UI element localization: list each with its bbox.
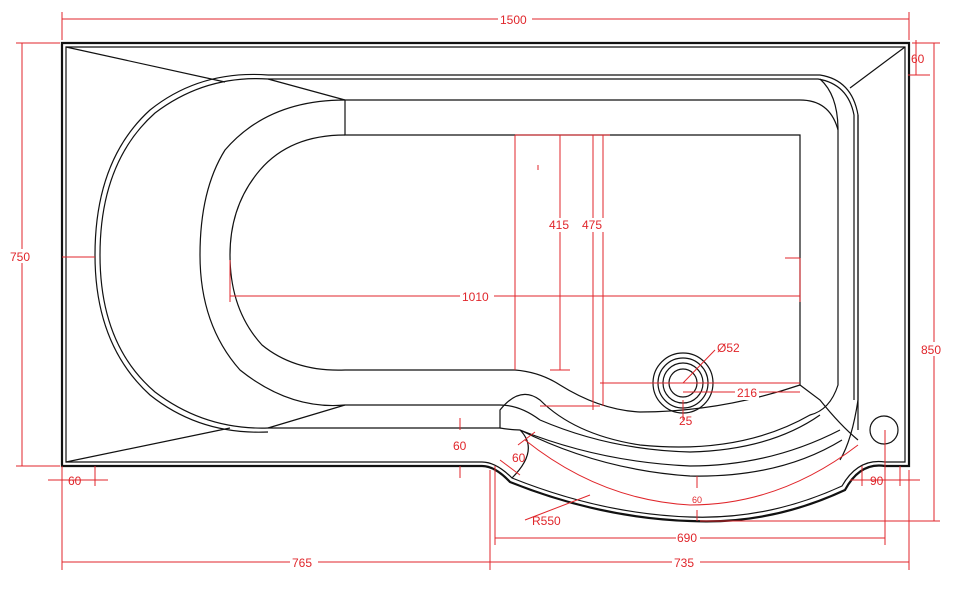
dim-765: 765 — [292, 556, 312, 570]
dimension-lines — [16, 12, 940, 570]
basin-bottom-line — [345, 369, 801, 413]
dim-60-curve: 60 — [512, 451, 526, 465]
basin-connector-top — [267, 78, 346, 101]
top-inner-rim-2 — [268, 78, 855, 400]
basin-bottom-line-2 — [345, 404, 541, 421]
curve-step — [499, 427, 521, 431]
bath-outline — [60, 41, 911, 523]
dim-216: 216 — [737, 386, 757, 400]
dim-415: 415 — [549, 218, 569, 232]
outer-rim — [60, 41, 911, 523]
dim-60-step: 60 — [453, 439, 467, 453]
basin-connector-br — [799, 384, 859, 441]
curve-panel-1 — [511, 429, 843, 479]
left-arc-outer — [94, 73, 269, 433]
dim-waste-diameter: Ø52 — [717, 341, 740, 355]
corner-line-tl — [65, 46, 226, 83]
dim-60-left: 60 — [68, 474, 82, 488]
overflow-circle — [869, 415, 899, 445]
dimension-labels: 1500 750 850 60 60 1010 415 475 Ø52 216 … — [8, 12, 948, 570]
top-inner-rim — [268, 74, 859, 461]
dim-690: 690 — [677, 531, 697, 545]
basin-left-arc — [199, 99, 346, 407]
dim-r550: R550 — [532, 514, 561, 528]
left-arc-outer-2 — [99, 78, 269, 429]
basin-left-arc-inner — [229, 134, 346, 371]
dim-750: 750 — [10, 250, 30, 264]
dim-475: 475 — [582, 218, 602, 232]
dim-60-bottom: 60 — [692, 495, 702, 505]
dim-735: 735 — [674, 556, 694, 570]
corner-line-bl — [65, 427, 231, 463]
curve-panel-3 — [539, 414, 821, 453]
basin-connector-bot — [267, 404, 346, 429]
dim-850: 850 — [921, 343, 941, 357]
dim-1500: 1500 — [500, 13, 527, 27]
dim-25: 25 — [679, 414, 693, 428]
dim-60-top-right: 60 — [911, 52, 925, 66]
corner-line-tr — [849, 46, 906, 89]
curve-panel-2 — [519, 429, 841, 467]
outer-rim-inner-line — [65, 46, 906, 518]
basin-connector-tr — [819, 78, 839, 131]
dim-90: 90 — [870, 474, 884, 488]
dim-1010: 1010 — [462, 290, 489, 304]
